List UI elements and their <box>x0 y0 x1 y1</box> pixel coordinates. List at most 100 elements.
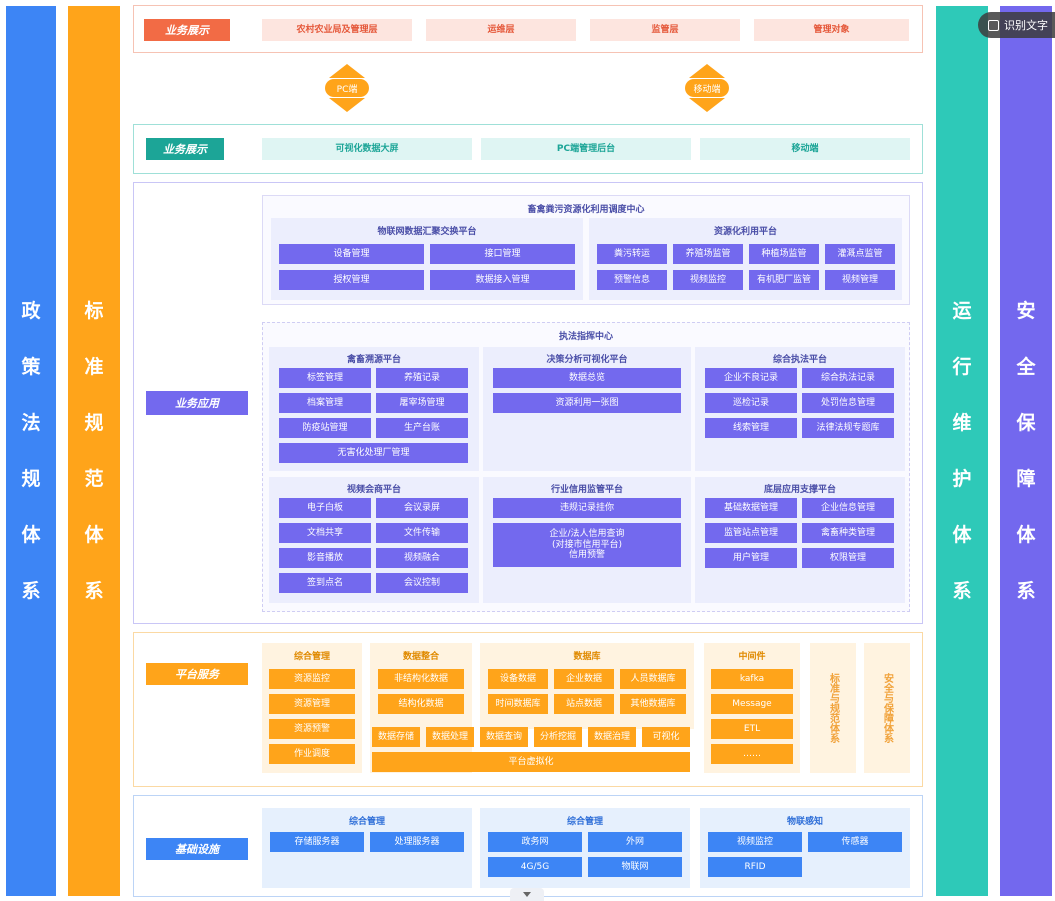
base-support-platform: 底层应用支撑平台 基础数据管理 企业信息管理 监管站点管理 禽畜种类管理 用户管… <box>695 477 905 603</box>
display-row-terminals: 业务展示 可视化数据大屏 PC端管理后台 移动端 <box>133 124 923 174</box>
module: 屠宰场管理 <box>376 393 468 413</box>
row-item: 农村农业局及管理层 <box>262 19 412 41</box>
panel-title: 底层应用支撑平台 <box>763 485 836 495</box>
panel-title: 资源化利用平台 <box>713 227 777 237</box>
row-item: 可视化数据大屏 <box>262 138 472 160</box>
arrow-up-icon <box>329 64 365 78</box>
panel-title: 物联感知 <box>786 817 823 827</box>
arrow-label: PC端 <box>325 79 369 97</box>
platform-service-section: 平台服务 综合管理 资源监控 资源管理 资源预警 作业调度 数据整合 非结构化数… <box>133 632 923 787</box>
module: 站点数据 <box>554 694 614 714</box>
module: 存储服务器 <box>270 832 364 852</box>
row-item: PC端管理后台 <box>481 138 691 160</box>
row-item: 运维层 <box>426 19 576 41</box>
module: 设备管理 <box>279 244 424 264</box>
module: 监管站点管理 <box>705 523 797 543</box>
module: 企业不良记录 <box>705 368 797 388</box>
module: 会议录屏 <box>376 498 468 518</box>
bar-char: 体 <box>952 523 972 546</box>
module: 标签管理 <box>279 368 371 388</box>
panel-title: 禽畜溯源平台 <box>346 355 401 365</box>
panel-title: 中间件 <box>738 652 766 662</box>
module: 档案管理 <box>279 393 371 413</box>
bar-char: 系 <box>1016 579 1036 602</box>
database-panel: 数据库 设备数据 企业数据 人员数据库 时间数据库 站点数据 其他数据库 <box>480 643 694 729</box>
module: 生产台账 <box>376 418 468 438</box>
module: 资源监控 <box>269 669 355 689</box>
module: 视频管理 <box>825 270 895 290</box>
module: 防疫站管理 <box>279 418 371 438</box>
panel-title: 视频会商平台 <box>346 485 401 495</box>
decision-platform: 决策分析可视化平台 数据总览 资源利用一张图 <box>483 347 691 471</box>
law-center: 执法指挥中心 禽畜溯源平台 标签管理 养殖记录 档案管理 屠宰场管理 防疫站管理… <box>262 322 910 612</box>
panel-title: 综合执法平台 <box>772 355 827 365</box>
module: 数据总览 <box>493 368 681 388</box>
bar-char: 法 <box>21 411 41 434</box>
bar-char: 运 <box>952 299 972 322</box>
module: 非结构化数据 <box>378 669 464 689</box>
section-tag: 业务应用 <box>146 391 248 415</box>
bar-char: 维 <box>952 411 972 434</box>
module: 授权管理 <box>279 270 424 290</box>
module: 视频监控 <box>673 270 743 290</box>
tool: 数据治理 <box>588 727 636 747</box>
module: 文档共享 <box>279 523 371 543</box>
module: 无害化处理厂管理 <box>279 443 468 463</box>
module: 处理服务器 <box>370 832 464 852</box>
row-item: 移动端 <box>700 138 910 160</box>
module: 基础数据管理 <box>705 498 797 518</box>
module: 外网 <box>588 832 682 852</box>
module: 企业信息管理 <box>802 498 894 518</box>
infra-panel-1: 综合管理 存储服务器 处理服务器 <box>262 808 472 888</box>
bar-char: 全 <box>1016 355 1036 378</box>
display-row-users: 业务展示 农村农业局及管理层 运维层 监管层 管理对象 <box>133 5 923 53</box>
infra-panel-3: 物联感知 视频监控 传感器 RFID <box>700 808 910 888</box>
operation-bar: 运 行 维 护 体 系 <box>936 6 988 896</box>
module: 4G/5G <box>488 857 582 877</box>
standard-bar: 标 准 规 范 体 系 <box>68 6 120 896</box>
module: 处罚信息管理 <box>802 393 894 413</box>
module: 禽畜种类管理 <box>802 523 894 543</box>
bar-char: 系 <box>952 579 972 602</box>
infra-panel-2: 综合管理 政务网 外网 4G/5G 物联网 <box>480 808 690 888</box>
module: 养殖场监管 <box>673 244 743 264</box>
module: kafka <box>711 669 793 689</box>
panel-title: 数据整合 <box>402 652 439 662</box>
module: 粪污转运 <box>597 244 667 264</box>
module: 时间数据库 <box>488 694 548 714</box>
module: 有机肥厂监管 <box>749 270 819 290</box>
bar-char: 规 <box>21 467 41 490</box>
chevron-down-icon <box>523 892 531 897</box>
module: 资源管理 <box>269 694 355 714</box>
tool: 数据处理 <box>426 727 474 747</box>
bar-char: 标 <box>84 299 104 322</box>
tool: 数据存储 <box>372 727 420 747</box>
bar-char: 范 <box>84 467 104 490</box>
module: 影音播放 <box>279 548 371 568</box>
iot-platform: 物联网数据汇聚交换平台 设备管理 接口管理 授权管理 数据接入管理 <box>271 218 583 300</box>
expand-toggle[interactable] <box>510 888 544 901</box>
module: 视频融合 <box>376 548 468 568</box>
vertical-label: 安全与保障体系 <box>881 673 893 743</box>
panel-title: 行业信用监管平台 <box>550 485 623 495</box>
module: 作业调度 <box>269 744 355 764</box>
module: 养殖记录 <box>376 368 468 388</box>
module: 会议控制 <box>376 573 468 593</box>
mobile-arrow: 移动端 <box>685 64 729 112</box>
virtualization-bar: 平台虚拟化 <box>372 752 690 772</box>
trace-platform: 禽畜溯源平台 标签管理 养殖记录 档案管理 屠宰场管理 防疫站管理 生产台账 无… <box>269 347 479 471</box>
bar-char: 准 <box>84 355 104 378</box>
recognize-text-button[interactable]: 识别文字 <box>978 12 1055 38</box>
bar-char: 护 <box>952 467 972 490</box>
module: 结构化数据 <box>378 694 464 714</box>
integration-panel: 数据整合 非结构化数据 结构化数据 <box>370 643 472 773</box>
module: RFID <box>708 857 802 877</box>
resource-platform: 资源化利用平台 粪污转运 养殖场监管 种植场监管 灌溉点监管 预警信息 视频监控… <box>589 218 902 300</box>
bar-char: 保 <box>1016 411 1036 434</box>
tool: 数据查询 <box>480 727 528 747</box>
bar-char: 安 <box>1016 299 1036 322</box>
mgmt-panel: 综合管理 资源监控 资源管理 资源预警 作业调度 <box>262 643 362 773</box>
dispatch-center: 畜禽粪污资源化利用调度中心 物联网数据汇聚交换平台 设备管理 接口管理 授权管理… <box>262 195 910 305</box>
arrow-down-icon <box>329 98 365 112</box>
module: …… <box>711 744 793 764</box>
